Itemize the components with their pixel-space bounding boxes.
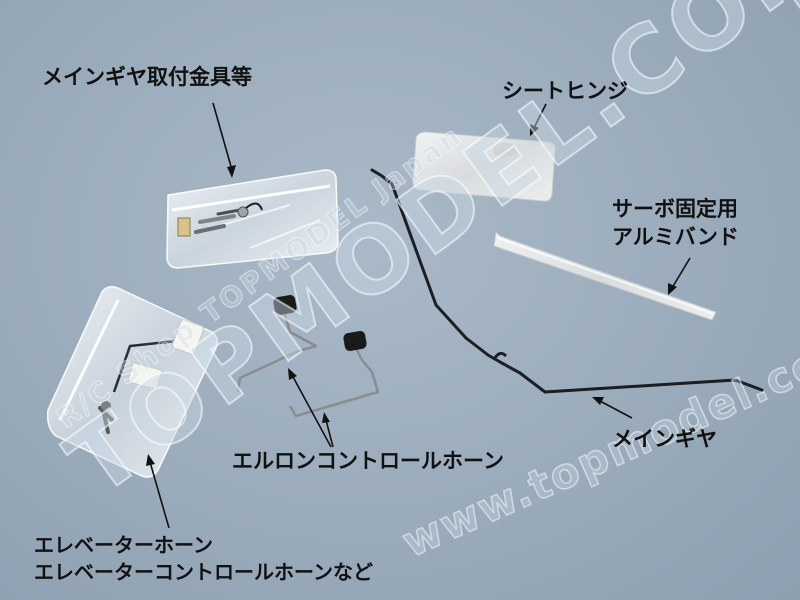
elevator-horn-parts — [98, 319, 205, 434]
sheet-hinge-plate — [412, 131, 556, 202]
main-gear-wire — [370, 168, 764, 394]
label-elevator-horn-1: エレベーターホーン — [34, 533, 213, 557]
label-servo-band-2: アルミバンド — [612, 225, 739, 249]
label-servo-band-1: サーボ固定用 — [612, 197, 738, 221]
aileron-horn-left — [236, 295, 318, 393]
aileron-horn-right — [288, 331, 380, 418]
label-sheet-hinge: シートヒンジ — [502, 79, 628, 103]
fittings-bag — [166, 169, 339, 269]
label-main-gear-fittings: メインギヤ取付金具等 — [42, 65, 252, 89]
screws-and-brackets — [177, 202, 263, 237]
label-main-gear: メインギヤ — [612, 427, 717, 451]
label-arrows — [146, 102, 691, 529]
label-elevator-horn-2: エレベーターコントロールホーンなど — [34, 560, 373, 584]
label-aileron-horn: エルロンコントロールホーン — [232, 449, 504, 473]
